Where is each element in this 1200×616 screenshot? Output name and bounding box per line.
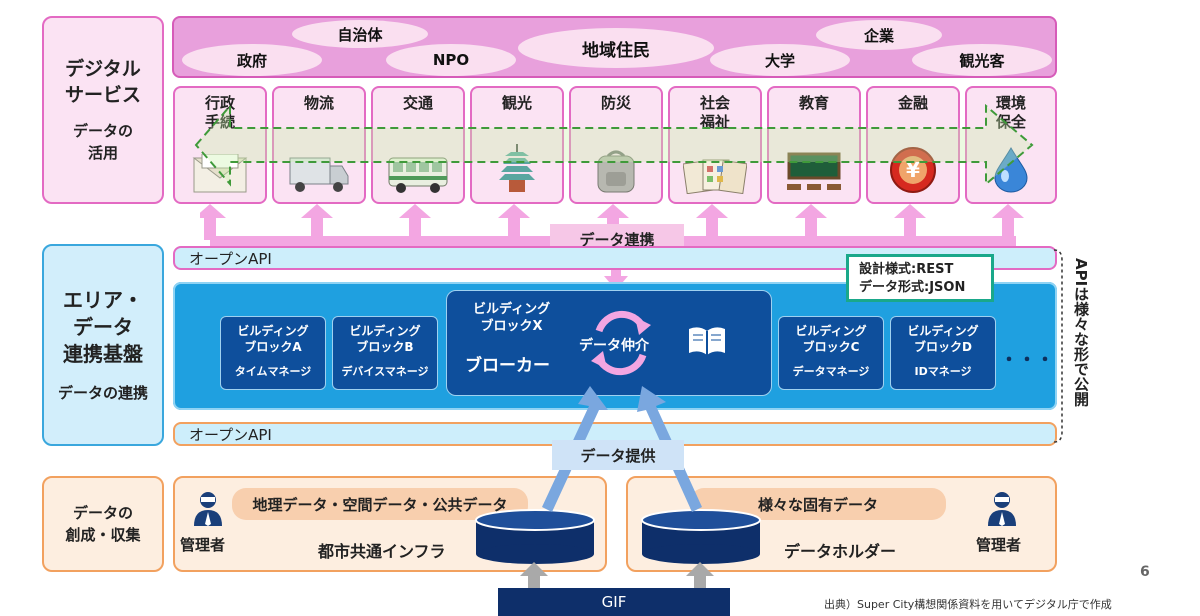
service-label: 金融: [897, 94, 928, 112]
source-note: 出典）Super City構想関係資料を用いてデジタル庁で作成: [824, 598, 1112, 611]
api-publication-bracket: [1053, 249, 1063, 443]
actor-local-residents: 地域住民: [518, 28, 714, 68]
building-block-title: ビルディング ブロックD: [907, 324, 979, 354]
service-label: 物流: [303, 94, 334, 112]
welfare-cards-icon: [683, 159, 747, 194]
actor-companies: 企業: [816, 20, 942, 50]
area-data-platform-label: エリア・ データ 連携基盤 データの連携: [42, 244, 164, 446]
administrator-icon: [988, 492, 1016, 526]
bus-icon: [388, 157, 448, 193]
service-disaster-prevention: 防災: [569, 86, 663, 204]
administrator-icon: [194, 492, 222, 526]
service-logistics: 物流: [272, 86, 366, 204]
broker-name: ブローカー: [465, 356, 550, 376]
building-block-title: ビルディング ブロックA: [237, 324, 309, 354]
water-drop-icon: [994, 146, 1028, 193]
building-block-title: ビルディング ブロックC: [795, 324, 867, 354]
more-blocks-ellipsis: ・・・: [1000, 350, 1054, 371]
service-education: 教育: [767, 86, 861, 204]
building-block-c: ビルディング ブロックC データマネージ: [778, 316, 884, 390]
data-creation-label: データの 創成・収集: [42, 476, 164, 572]
gif-bar: GIF: [498, 588, 730, 616]
service-label: 環境 保全: [995, 94, 1026, 131]
service-label: 教育: [798, 94, 829, 112]
data-provision-label: データ提供: [552, 440, 684, 470]
building-block-d: ビルディング ブロックD IDマネージ: [890, 316, 996, 390]
service-label: 交通: [402, 94, 433, 112]
building-block-subtitle: データマネージ: [792, 365, 870, 378]
open-book-icon: [689, 327, 725, 355]
database-left-icon: [475, 509, 595, 564]
digital-services-label: デジタル サービス データの 活用: [42, 16, 164, 204]
gif-label: GIF: [601, 593, 627, 611]
gif-arrows: [520, 562, 714, 592]
administrator-label-right: 管理者: [976, 536, 1022, 554]
mediation-cycle-icon: [591, 310, 651, 376]
service-label: 観光: [501, 94, 532, 112]
service-environmental-conservation: 環境 保全: [965, 86, 1057, 204]
building-block-title: ビルディング ブロックB: [349, 324, 421, 354]
building-block-a: ビルディング ブロックA タイムマネージ: [220, 316, 326, 390]
digital-services-subtitle: データの 活用: [72, 122, 133, 162]
service-social-welfare: 社会 福祉: [668, 86, 762, 204]
urban-infrastructure-name: 都市共通インフラ: [318, 542, 446, 561]
digital-services-title: デジタル サービス: [64, 58, 141, 106]
building-block-subtitle: タイムマネージ: [234, 365, 312, 378]
data-holder-name: データホルダー: [784, 542, 897, 561]
envelope-icon: [192, 154, 248, 193]
service-label: 社会 福祉: [699, 94, 730, 131]
service-finance: 金融 ¥: [866, 86, 960, 204]
administrator-label-left: 管理者: [180, 536, 226, 554]
actor-government: 政府: [182, 44, 322, 76]
broker-title: ビルディング ブロックX: [473, 302, 551, 334]
open-api-top-label: オープンAPI: [189, 249, 272, 268]
building-block-b: ビルディング ブロックB デバイスマネージ: [332, 316, 438, 390]
data-mediation-label: データ仲介: [579, 338, 649, 354]
building-block-subtitle: デバイスマネージ: [341, 365, 429, 378]
service-label: 行政 手続: [204, 94, 235, 131]
actor-local-government: 自治体: [292, 20, 428, 48]
service-transport: 交通: [371, 86, 465, 204]
services-linkage-dashed-arrow: [194, 103, 1034, 187]
area-data-platform-subtitle: データの連携: [57, 383, 148, 402]
page-number: 6: [1140, 564, 1150, 580]
actor-university: 大学: [710, 44, 850, 76]
actor-tourists: 観光客: [912, 44, 1052, 76]
public-data-pill: 地理データ・空間データ・公共データ: [232, 488, 528, 520]
blackboard-icon: [787, 152, 841, 190]
database-right-icon: [641, 509, 761, 564]
area-data-platform-title: エリア・ データ 連携基盤: [63, 287, 143, 366]
svg-text:¥: ¥: [906, 158, 920, 182]
api-publication-note: APIは様々な形で公開: [1072, 258, 1090, 407]
actor-npo: NPO: [386, 44, 516, 76]
service-administrative: 行政 手続: [173, 86, 267, 204]
broker-block: ビルディング ブロックX ブローカー データ仲介: [446, 290, 772, 396]
backpack-icon: [597, 150, 635, 193]
data-creation-title: データの 創成・収集: [65, 504, 141, 544]
open-api-bottom-label: オープンAPI: [189, 425, 272, 444]
api-spec-note: 設計様式:REST データ形式:JSON: [846, 254, 994, 302]
building-block-subtitle: IDマネージ: [914, 365, 972, 378]
service-label: 防災: [600, 94, 631, 112]
